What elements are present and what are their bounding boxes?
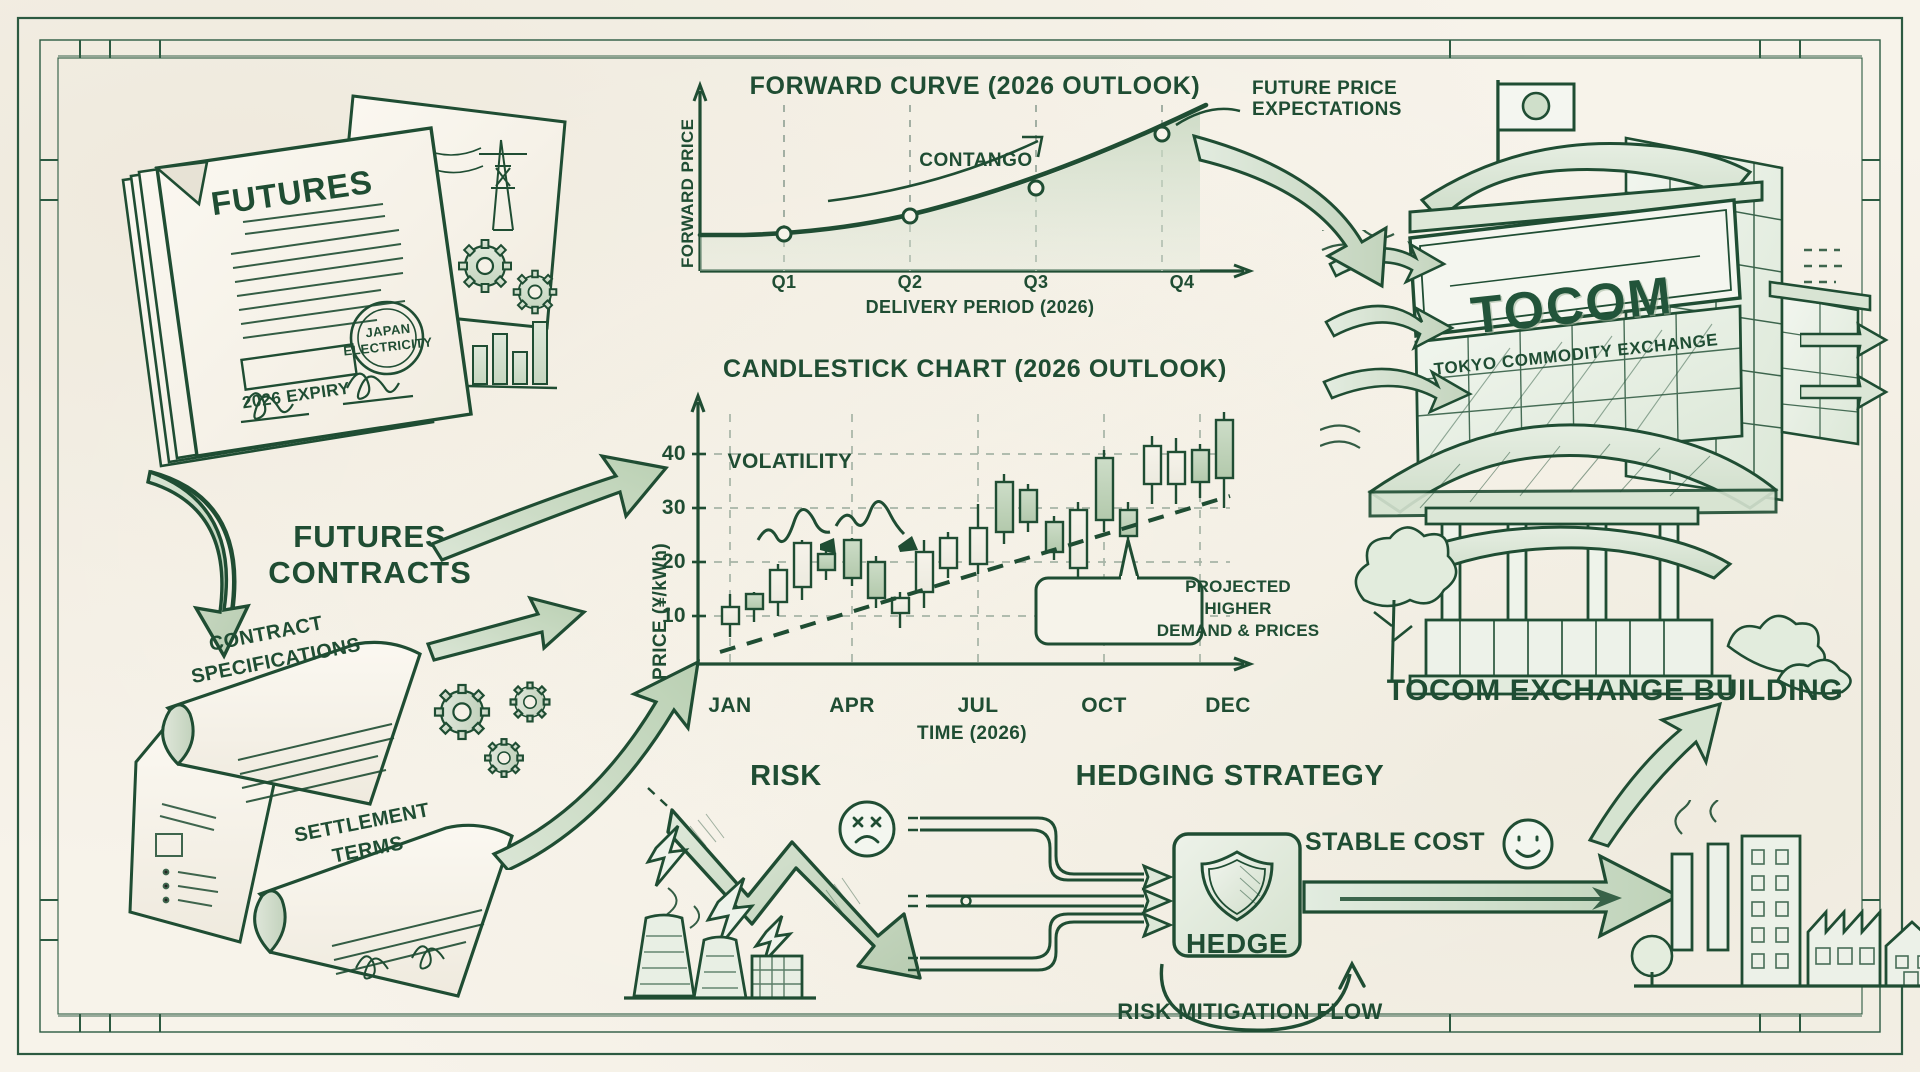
tocom-exchange-building [1354,80,1872,696]
futures-contracts-caption-line1: FUTURES [293,519,447,554]
forward-curve-xtick-q3: Q3 [1023,272,1049,292]
hedging-strategy-title: HEDGING STRATEGY [1075,760,1385,792]
flow-arrow-curve-to-exchange [1191,133,1388,289]
signature [240,372,414,424]
japan-flag-icon [1496,80,1576,170]
candlestick-xlabel: TIME (2026) [917,723,1027,744]
risk-to-hedge-pipes [908,816,1174,972]
bush-icon [1726,614,1852,695]
forward-curve-xlabel: DELIVERY PERIOD (2026) [865,297,1095,317]
tocom-building-caption: TOCOM EXCHANGE BUILDING [1386,674,1844,707]
candlestick-chart [690,391,1255,672]
scroll-contract-specifications [161,640,422,806]
tocom-sign [1408,198,1742,338]
stable-cost-arrow [1302,853,1682,940]
contango-annotation: CONTANGO [919,150,1033,171]
pagoda-roof-lower [1389,525,1733,582]
expiry-stamp [240,342,358,392]
futures-contracts-caption-line2: CONTRACTS [268,555,472,590]
futures-contract-stack [121,94,567,468]
flow-arrow-hedge-to-exchange [1587,701,1723,848]
lightning-bolt-icon [645,825,794,963]
forward-curve-xtick-q2: Q2 [897,272,923,292]
candlestick-xtick-jan: JAN [708,694,752,717]
power-plant-icon [624,913,816,1000]
candlestick-ytick-40: 40 [661,442,686,465]
contango-arrow [827,135,1044,203]
flow-arrow-stack-to-scrolls [146,469,251,660]
tree-icon [1630,934,1674,986]
factory-city-icon [1630,800,1920,988]
candlestick-xtick-oct: OCT [1081,694,1127,717]
forward-curve-title: FORWARD CURVE (2026 OUTLOOK) [749,72,1201,100]
forward-curve-chart [692,80,1255,279]
candlestick-title: CANDLESTICK CHART (2026 OUTLOOK) [723,355,1227,383]
future-price-expectations-annotation: FUTURE PRICE EXPECTATIONS [1252,78,1402,121]
candlestick-ytick-10: 10 [661,604,686,627]
flow-arrow-scrolls-to-chart-upper [425,595,588,662]
volatility-annotation: VOLATILITY [727,450,853,473]
scroll-settlement-terms [253,823,514,998]
forward-curve-xtick-q4: Q4 [1169,272,1195,292]
projected-callout-text: PROJECTED HIGHER DEMAND & PRICES [1156,577,1320,640]
candlestick-ytick-30: 30 [661,496,686,519]
gear-icon [433,681,551,778]
pagoda-roof-upper [1408,142,1764,234]
future-price-callout-arrow [1175,107,1241,127]
tree-icon [1354,526,1458,681]
risk-downward-arrow [624,787,922,1000]
candlestick-xtick-jul: JUL [957,694,999,717]
flow-arrow-scrolls-to-chart-lower [491,659,701,870]
candlestick-xtick-dec: DEC [1205,694,1251,717]
japan-electricity-seal [349,300,425,376]
risk-label: RISK [750,760,822,792]
volatility-squiggle [756,500,918,554]
flow-arrow-docs-to-chart [429,453,669,562]
sad-face-icon [838,800,896,858]
gear-icon [458,239,558,315]
risk-mitigation-flow-label: RISK MITIGATION FLOW [1117,999,1383,1024]
futures-document [153,126,473,458]
contract-scrolls [128,640,551,998]
shield-icon [1200,850,1274,922]
bar-chart-icon [466,321,558,390]
stable-cost-label: STABLE COST [1304,828,1486,856]
hedge-box [1172,832,1302,958]
signature [355,945,445,980]
candlestick-ytick-20: 20 [661,550,686,573]
candlestick-xtick-apr: APR [829,694,875,717]
forward-curve-xtick-q1: Q1 [771,272,797,292]
hedge-box-label: HEDGE [1185,928,1289,959]
forward-curve-ylabel: FORWARD PRICE [678,118,697,268]
trendline [719,494,1231,654]
risk-mitigation-flow-arrow [1159,960,1366,1032]
projected-callout-box [1034,539,1204,646]
happy-face-icon [1502,818,1554,870]
exchange-side-markers [1800,248,1889,411]
